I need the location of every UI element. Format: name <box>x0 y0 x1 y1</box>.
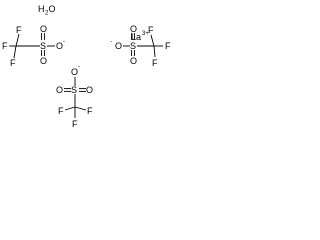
triflate-right-bond-c-f-bottom <box>153 45 156 58</box>
triflate-left-s: S <box>40 41 46 51</box>
triflate-right-charge: - <box>110 39 112 45</box>
triflate-left: F F F S O O O - <box>2 24 65 68</box>
triflate-bottom-f-down: F <box>72 119 78 129</box>
triflate-left-bond-c-f-top <box>15 33 20 47</box>
triflate-right-bond-c-f-top <box>150 34 155 47</box>
triflate-right-f-bottom: F <box>152 58 158 68</box>
triflate-left-charge: - <box>63 39 65 45</box>
triflate-bottom-s: S <box>71 85 77 95</box>
triflate-bottom-f-right: F <box>87 106 93 116</box>
triflate-left-f-left: F <box>2 41 8 51</box>
triflate-right-o-bottom: O <box>130 56 137 66</box>
lanthanum-label: La 3+ <box>131 31 149 42</box>
lanthanum-symbol: La <box>131 32 141 42</box>
triflate-right-f-right: F <box>165 41 171 51</box>
water-label: H 2 O <box>38 4 56 17</box>
triflate-bottom-bond-c-f-right <box>74 106 87 111</box>
triflate-left-bond-c-f-bottom <box>13 45 17 59</box>
triflate-bottom-o-right: O <box>86 85 93 95</box>
triflate-bottom-f-left: F <box>58 106 64 116</box>
water-subscript: 2 <box>45 11 49 17</box>
triflate-right-o-top: O <box>130 24 137 34</box>
triflate-bottom-o-left: O <box>56 85 63 95</box>
triflate-bottom-charge: - <box>78 64 80 70</box>
triflate-bottom-o-anion: O <box>71 67 78 77</box>
triflate-bottom: O - S O O F F F <box>56 64 93 129</box>
triflate-left-f-top: F <box>16 25 22 35</box>
triflate-right: O - S O O F F F <box>110 24 171 68</box>
triflate-right-o-anion: O <box>115 41 122 51</box>
water-o: O <box>49 4 56 14</box>
triflate-left-o-top: O <box>40 24 47 34</box>
triflate-right-s: S <box>130 41 136 51</box>
water-h: H <box>38 4 45 14</box>
lanthanum-charge: 3+ <box>142 31 149 37</box>
triflate-left-o-anion: O <box>56 41 63 51</box>
triflate-right-f-top: F <box>148 25 154 35</box>
triflate-left-f-bottom: F <box>10 58 16 68</box>
triflate-bottom-bond-c-f-left <box>64 106 76 111</box>
chemical-structure: H 2 O La 3+ F F F S O O O - <box>2 4 171 129</box>
triflate-left-o-bottom: O <box>40 56 47 66</box>
